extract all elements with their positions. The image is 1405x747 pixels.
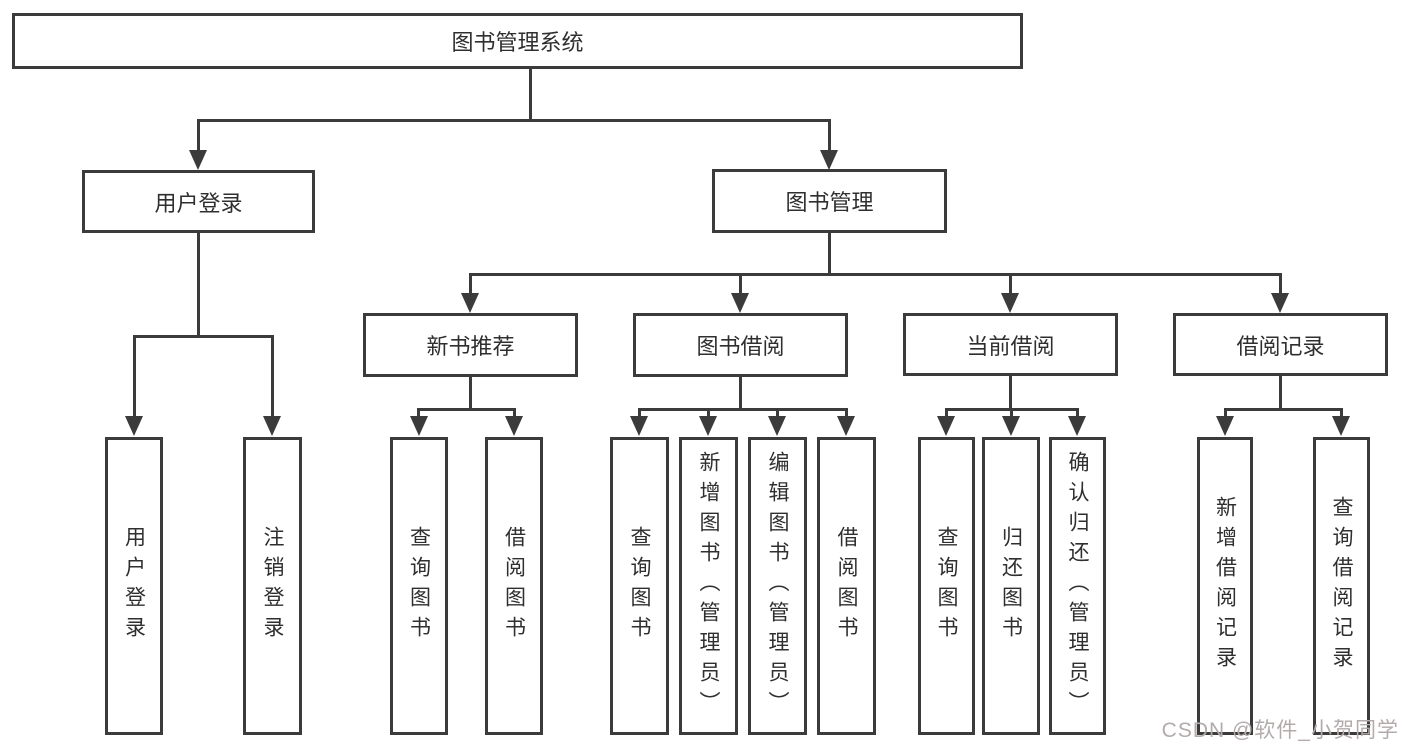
- leaf-query-book-recommend-label: 查询图书: [407, 526, 431, 646]
- connector-line: [1010, 408, 1013, 418]
- node-borrow-records-label: 借阅记录: [1236, 333, 1325, 359]
- leaf-borrow-book-recommend: 借阅图书: [485, 437, 543, 735]
- arrow-down-icon: [1216, 416, 1234, 436]
- arrow-down-icon: [699, 416, 717, 436]
- leaf-add-book-admin: 新增图书（管理员）: [679, 437, 738, 735]
- leaf-query-book: 查询图书: [610, 437, 669, 735]
- connector-line: [945, 408, 948, 418]
- arrow-down-icon: [731, 293, 749, 313]
- connector-line: [739, 377, 742, 411]
- arrow-down-icon: [630, 416, 648, 436]
- connector-line: [1279, 376, 1282, 411]
- connector-line: [133, 335, 136, 418]
- connector-line: [845, 408, 848, 418]
- connector-line: [828, 233, 831, 276]
- leaf-query-borrow-record-label: 查询借阅记录: [1330, 496, 1353, 676]
- arrow-down-icon: [1332, 416, 1350, 436]
- connector-line: [1224, 408, 1227, 418]
- connector-line: [197, 233, 200, 338]
- leaf-borrow-book-recommend-label: 借阅图书: [502, 526, 526, 646]
- connector-line: [417, 408, 420, 418]
- connector-line: [417, 408, 516, 411]
- arrow-down-icon: [837, 416, 855, 436]
- leaf-query-borrow-record: 查询借阅记录: [1313, 437, 1370, 735]
- connector-line: [133, 335, 274, 338]
- leaf-user-login: 用户登录: [105, 437, 163, 735]
- leaf-logout: 注销登录: [243, 437, 302, 735]
- connector-line: [197, 119, 200, 152]
- arrow-down-icon: [1002, 416, 1020, 436]
- leaf-query-book-recommend: 查询图书: [390, 437, 448, 735]
- connector-line: [271, 335, 274, 418]
- connector-line: [529, 69, 532, 122]
- connector-line: [1279, 273, 1282, 295]
- connector-line: [469, 273, 1282, 276]
- arrow-down-icon: [461, 293, 479, 313]
- node-book-management-label: 图书管理: [785, 190, 874, 215]
- connector-line: [1340, 408, 1343, 418]
- connector-line: [828, 119, 831, 152]
- arrow-down-icon: [410, 416, 428, 436]
- leaf-borrow-book: 借阅图书: [817, 437, 876, 735]
- connector-line: [197, 119, 831, 122]
- leaf-add-book-admin-label: 新增图书（管理员）: [697, 451, 720, 721]
- leaf-logout-label: 注销登录: [261, 526, 284, 646]
- arrow-down-icon: [937, 416, 955, 436]
- arrow-down-icon: [263, 416, 281, 436]
- node-current-borrow-label: 当前借阅: [966, 333, 1055, 359]
- arrow-down-icon: [1068, 416, 1086, 436]
- arrow-down-icon: [820, 150, 838, 170]
- node-user-login: 用户登录: [82, 170, 315, 233]
- connector-line: [638, 408, 847, 411]
- arrow-down-icon: [125, 416, 143, 436]
- connector-line: [776, 408, 779, 418]
- connector-line: [1224, 408, 1343, 411]
- node-borrow-records: 借阅记录: [1173, 313, 1388, 376]
- leaf-query-book-label: 查询图书: [628, 526, 651, 646]
- arrow-down-icon: [768, 416, 786, 436]
- leaf-user-login-label: 用户登录: [122, 526, 146, 646]
- node-new-book-recommend-label: 新书推荐: [426, 334, 515, 359]
- leaf-add-borrow-record: 新增借阅记录: [1197, 437, 1253, 735]
- connector-line: [638, 408, 641, 418]
- leaf-edit-book-admin: 编辑图书（管理员）: [748, 437, 807, 735]
- connector-line: [1076, 408, 1079, 418]
- connector-line: [1009, 376, 1012, 411]
- arrow-down-icon: [1271, 293, 1289, 313]
- node-current-borrow: 当前借阅: [903, 313, 1118, 376]
- node-book-borrow: 图书借阅: [633, 313, 848, 377]
- node-book-management: 图书管理: [712, 169, 947, 233]
- arrow-down-icon: [189, 150, 207, 170]
- arrow-down-icon: [505, 416, 523, 436]
- node-new-book-recommend: 新书推荐: [363, 313, 578, 377]
- leaf-confirm-return-admin-label: 确认归还（管理员）: [1066, 451, 1089, 721]
- leaf-return-book: 归还图书: [982, 437, 1040, 735]
- leaf-query-current-borrow: 查询图书: [918, 437, 975, 735]
- node-root: 图书管理系统: [12, 13, 1023, 69]
- connector-line: [1009, 273, 1012, 295]
- leaf-confirm-return-admin: 确认归还（管理员）: [1049, 437, 1106, 735]
- arrow-down-icon: [1001, 293, 1019, 313]
- connector-line: [469, 273, 472, 295]
- connector-line: [513, 408, 516, 418]
- node-user-login-label: 用户登录: [154, 190, 243, 216]
- node-book-borrow-label: 图书借阅: [696, 334, 785, 359]
- connector-line: [469, 377, 472, 411]
- leaf-return-book-label: 归还图书: [999, 526, 1023, 646]
- connector-line: [707, 408, 710, 418]
- watermark-text: CSDN @软件_小贺同学: [1161, 719, 1399, 742]
- leaf-edit-book-admin-label: 编辑图书（管理员）: [766, 451, 789, 721]
- node-root-label: 图书管理系统: [451, 30, 584, 55]
- connector-line: [739, 273, 742, 295]
- leaf-add-borrow-record-label: 新增借阅记录: [1213, 496, 1237, 676]
- leaf-query-current-borrow-label: 查询图书: [935, 526, 958, 646]
- leaf-borrow-book-label: 借阅图书: [835, 526, 858, 646]
